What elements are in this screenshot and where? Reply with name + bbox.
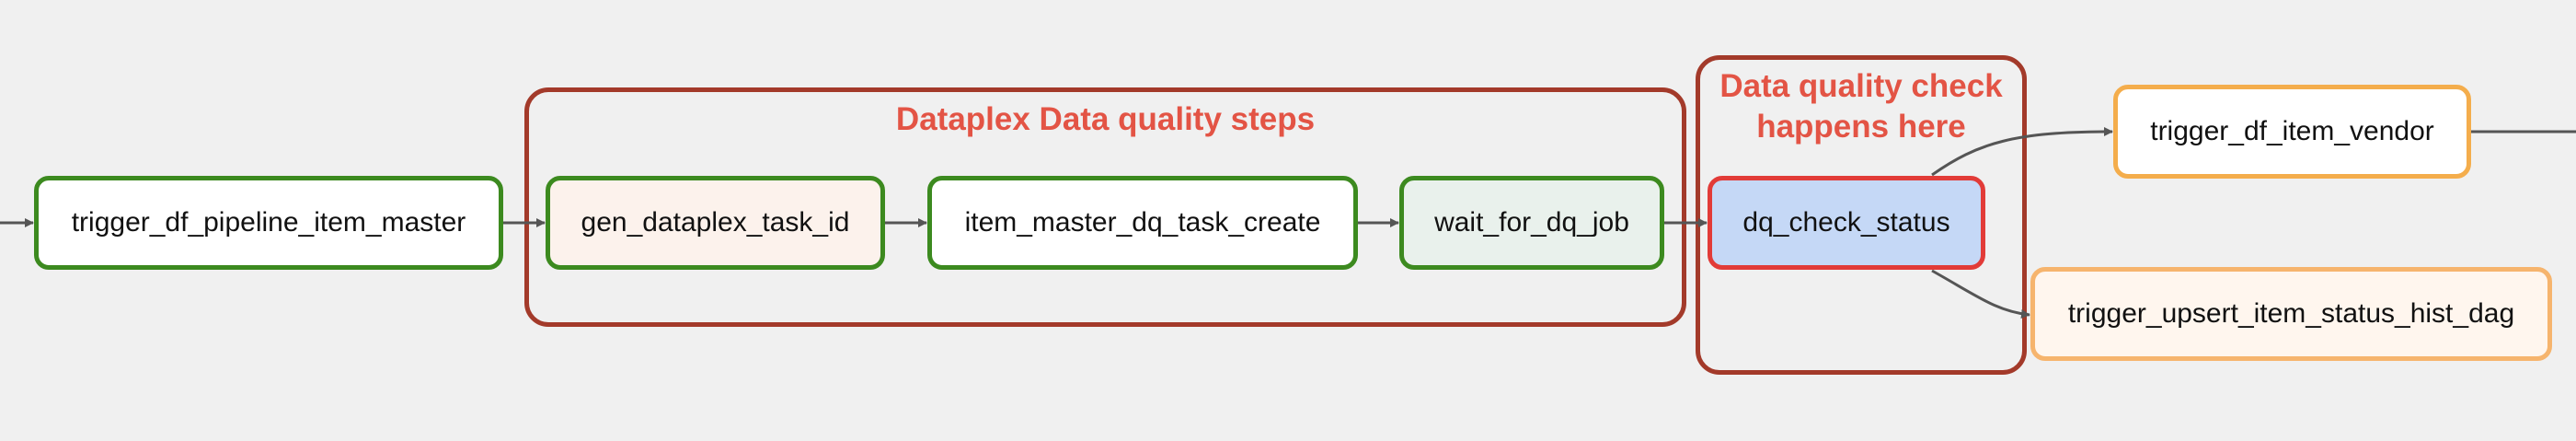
- task-gen-dataplex-task-id[interactable]: gen_dataplex_task_id: [546, 176, 885, 270]
- task-trigger-df-pipeline-item-master[interactable]: trigger_df_pipeline_item_master: [34, 176, 503, 270]
- task-item-master-dq-task-create[interactable]: item_master_dq_task_create: [927, 176, 1358, 270]
- dq-steps-group-title: Dataplex Data quality steps: [895, 101, 1316, 137]
- task-label: gen_dataplex_task_id: [581, 207, 850, 238]
- task-dq-check-status[interactable]: dq_check_status: [1708, 176, 1985, 270]
- task-trigger-df-item-vendor[interactable]: trigger_df_item_vendor: [2113, 85, 2471, 179]
- dq-check-group[interactable]: [1696, 55, 2027, 375]
- dq-check-group-title-line2: happens here: [1756, 109, 1966, 145]
- task-label: trigger_df_item_vendor: [2150, 116, 2434, 146]
- dq-steps-group[interactable]: [524, 87, 1686, 327]
- task-label: item_master_dq_task_create: [964, 207, 1321, 238]
- task-trigger-upsert-item-status-hist-dag[interactable]: trigger_upsert_item_status_hist_dag: [2030, 267, 2552, 361]
- edge-dq-check-to-trigger-df-item-vendor: [1931, 127, 2113, 177]
- task-wait-for-dq-job[interactable]: wait_for_dq_job: [1399, 176, 1664, 270]
- task-label: wait_for_dq_job: [1434, 207, 1629, 238]
- dq-check-group-title-line1: Data quality check: [1719, 68, 2003, 104]
- task-label: trigger_upsert_item_status_hist_dag: [2067, 298, 2515, 329]
- task-label: dq_check_status: [1742, 207, 1950, 238]
- task-label: trigger_df_pipeline_item_master: [71, 207, 466, 238]
- edge-dq-check-to-trigger-upsert: [1931, 269, 2030, 319]
